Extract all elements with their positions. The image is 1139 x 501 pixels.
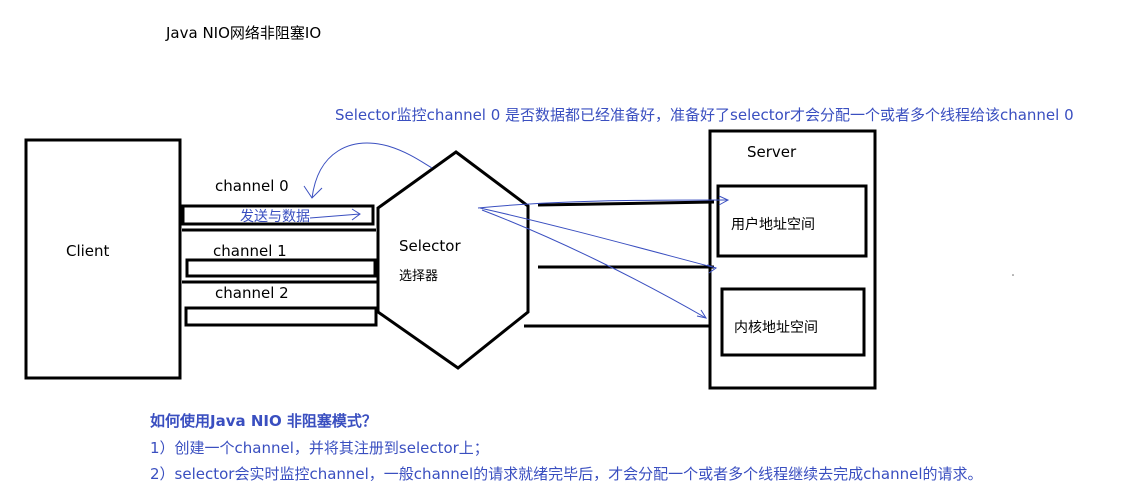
arrow-head <box>696 309 708 319</box>
arrow-head <box>303 185 323 199</box>
selector-sublabel: 选择器 <box>399 269 439 284</box>
usage-question: 如何使用Java NIO 非阻塞模式？ <box>150 412 377 430</box>
channel-0-pipe <box>181 204 375 226</box>
server-label: Server <box>747 143 797 161</box>
thread-arrow-kernel <box>481 209 707 319</box>
arrow-head <box>706 264 718 274</box>
channel-2-label: channel 2 <box>215 284 289 302</box>
channel-1-label: channel 1 <box>213 242 287 260</box>
channel-2-pipe <box>184 306 378 327</box>
thread-arrow-user <box>477 199 729 209</box>
user-space-label: 用户地址空间 <box>731 217 815 233</box>
arrow-head <box>351 208 361 221</box>
selector-hexagon <box>376 150 530 370</box>
selector-label: Selector <box>399 237 461 255</box>
step-2: 2）selector会实时监控channel，一般channel的请求就绪完毕后… <box>150 465 983 483</box>
send-arrow <box>309 213 361 219</box>
user-space-box <box>716 184 868 258</box>
arrow-head <box>718 195 730 206</box>
kernel-space-box <box>720 287 866 357</box>
client-label: Client <box>66 242 110 260</box>
kernel-space-label: 内核地址空间 <box>734 320 818 336</box>
step-1: 1）创建一个channel，并将其注册到selector上； <box>150 439 489 457</box>
channel-0-label: channel 0 <box>215 177 289 195</box>
thread-arrow-middle <box>479 207 717 269</box>
channel-1-pipe <box>185 258 377 278</box>
send-data-label: 发送与数据 <box>240 209 310 225</box>
selector-annotation: Selector监控channel 0 是否数据都已经准备好，准备好了selec… <box>335 106 1074 124</box>
client-box <box>24 138 182 380</box>
stray-dot <box>1012 274 1014 276</box>
selector-link <box>537 200 715 207</box>
diagram-title: Java NIO网络非阻塞IO <box>166 24 322 42</box>
server-box <box>708 129 877 390</box>
monitor-arc-arrow <box>311 142 433 199</box>
